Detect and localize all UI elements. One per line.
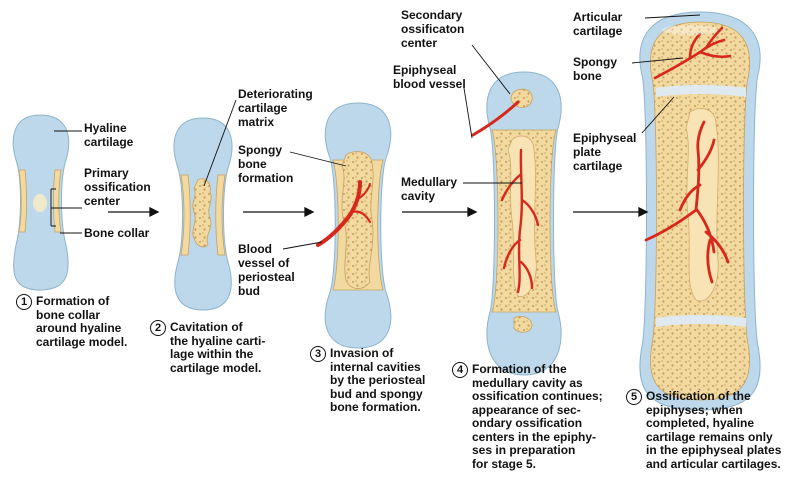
stage-2-number: 2 [150,320,166,336]
stage-1-bone-model [12,114,70,291]
stage-5-highlights [662,25,718,35]
leader-lines [50,14,701,250]
stage-3-caption: Invasion of internal cavities by the per… [330,346,426,414]
label-hyaline-cartilage: Hyaline cartilage [84,121,134,149]
stage-5-medullary-cavity [685,108,719,302]
label-epiphyseal-plate-cartilage: Epiphyseal plate cartilage [573,131,637,173]
stage-4-bone-model [471,71,562,376]
label-deteriorating-cartilage-matrix: Deteriorating cartilage matrix [238,87,313,129]
stage-3-number: 3 [310,346,326,362]
stage-2-bone-model [173,117,233,311]
stage-5-bone-model [639,11,761,411]
stage-1-number: 1 [16,294,32,310]
stage-4-caption: Formation of the medullary cavity as oss… [472,362,603,471]
stage-1-caption: Formation of bone collar around hyaline … [36,294,128,349]
stage-arrows [108,206,649,218]
label-blood-vessel-periosteal-bud: Blood vessel of periosteal bud [238,242,295,298]
stage-4-medullary-vessels [500,148,540,294]
stage-1-bone-collar [18,169,27,233]
stage-4-number: 4 [452,362,468,378]
stage-3-bone-model [316,102,392,349]
stage-3-periosteal-bud-vessel [316,180,362,247]
stage-4-secondary-ossification-center-lower [513,316,533,333]
label-spongy-bone-formation: Spongy bone formation [238,143,294,185]
label-primary-ossification-center: Primary ossification center [84,166,151,208]
stage-5-number: 5 [626,389,642,405]
stage-5-caption: Ossification of the epiphyses; when comp… [646,389,782,471]
stage-2-caption: Cavitation of the hyaline carti- lage wi… [170,320,266,375]
label-epiphyseal-blood-vessel: Epiphyseal blood vessel [393,63,466,91]
stage-5-epiphyseal-plate-upper [656,85,746,97]
stage-4-epiphyseal-vessel [471,100,520,137]
stage-2-deteriorating-matrix [192,178,212,248]
label-secondary-ossification-center: Secondary ossificaton center [401,8,465,50]
stage-5-epiphyseal-vessels-upper [653,26,732,80]
stage-5-epiphyseal-plate-lower [656,315,746,327]
label-articular-cartilage: Articular cartilage [573,10,623,38]
stage-2-bone-collar [180,174,191,256]
label-bone-collar: Bone collar [84,226,150,240]
stage-1-primary-ossification-center [33,194,47,212]
stage-5-nutrient-vessel [644,120,730,284]
label-medullary-cavity: Medullary cavity [401,175,458,203]
label-spongy-bone: Spongy bone [573,55,617,83]
